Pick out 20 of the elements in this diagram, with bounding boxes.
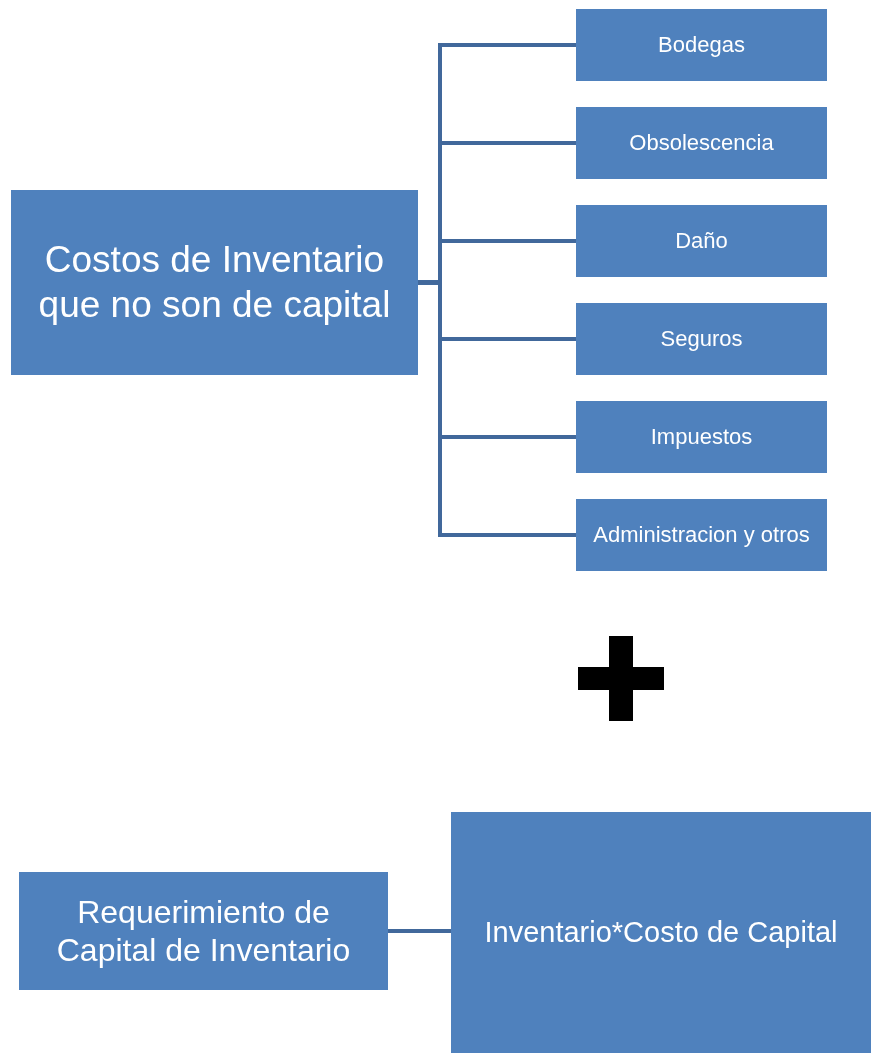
process-box [576, 9, 827, 81]
box-label: Administracion y otros [593, 521, 810, 549]
process-box [11, 190, 418, 375]
process-box [576, 107, 827, 179]
process-box [451, 812, 871, 1053]
connector-line [388, 929, 451, 933]
box-label: Daño [675, 227, 728, 255]
box-label: Costos de Inventario que no son de capital [37, 238, 392, 327]
connector-line [418, 280, 576, 537]
process-box [576, 401, 827, 473]
process-box [576, 205, 827, 277]
process-box [576, 303, 827, 375]
box-label: Seguros [660, 325, 743, 353]
box-label: Bodegas [658, 31, 745, 59]
box-label: Impuestos [650, 423, 753, 451]
box-label: Inventario*Costo de Capital [484, 915, 838, 950]
box-label: Obsolescencia [629, 129, 774, 157]
process-box [576, 499, 827, 571]
box-label: Requerimiento de Capital de Inventario [55, 892, 352, 970]
process-box [19, 872, 388, 990]
